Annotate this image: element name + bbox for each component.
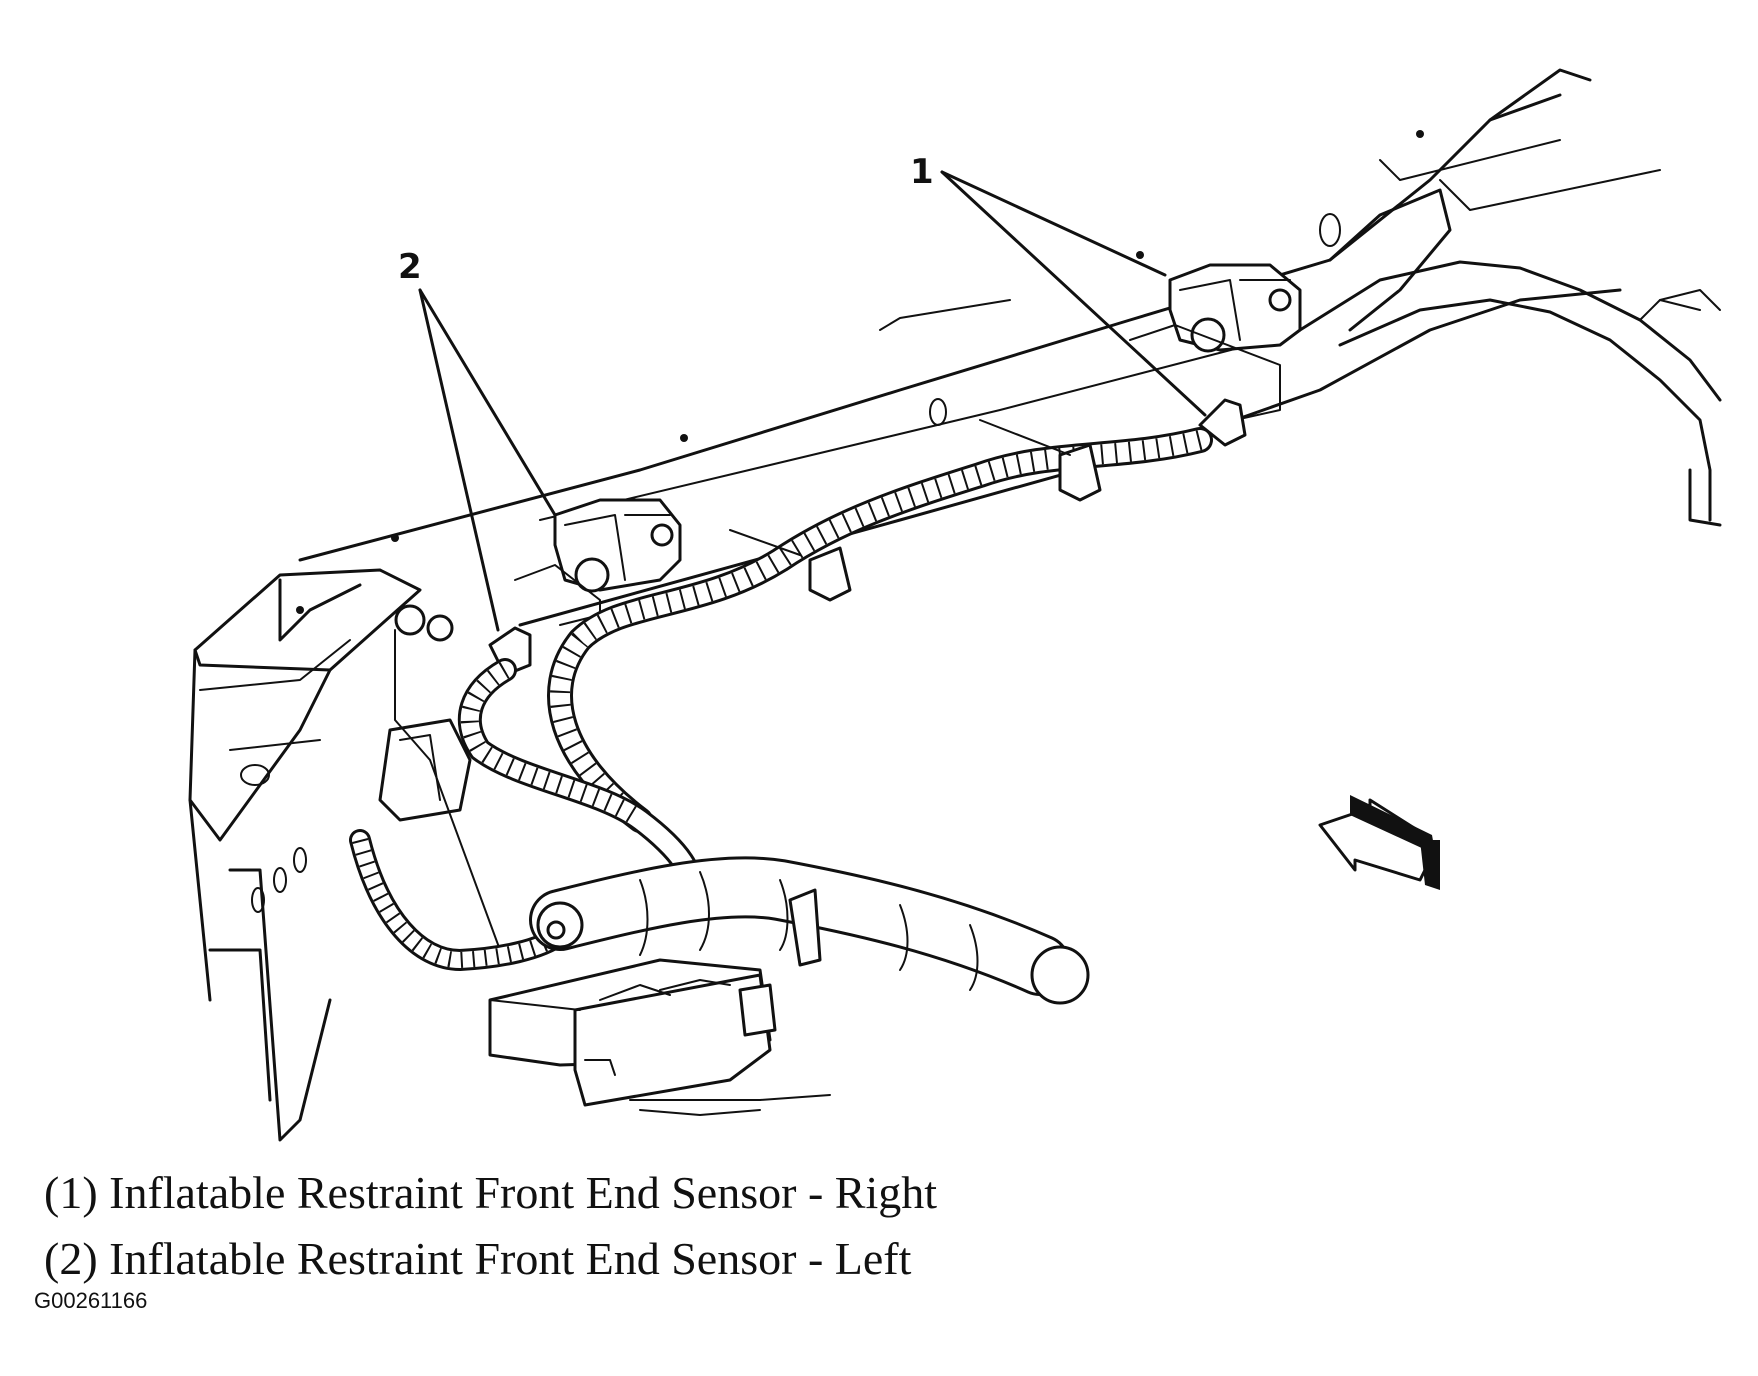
figure-id: G00261166 [34, 1288, 148, 1313]
wiring-harness [349, 419, 1213, 1005]
right-front-end-sensor [1129, 263, 1302, 421]
left-front-end-sensor [514, 498, 682, 626]
callout-2-label: 2 [398, 247, 422, 287]
restraint-module [488, 958, 831, 1116]
forward-direction-arrow-icon [1318, 795, 1440, 890]
frame-cross-member [296, 68, 1661, 627]
left-frame-bracket [188, 568, 501, 1142]
legend-item-1: (1) Inflatable Restraint Front End Senso… [44, 1167, 938, 1218]
leader-lines [418, 170, 1207, 632]
right-frame-rail [1298, 260, 1722, 527]
callout-1-label: 1 [910, 152, 934, 192]
legend-item-2: (2) Inflatable Restraint Front End Senso… [44, 1233, 912, 1284]
